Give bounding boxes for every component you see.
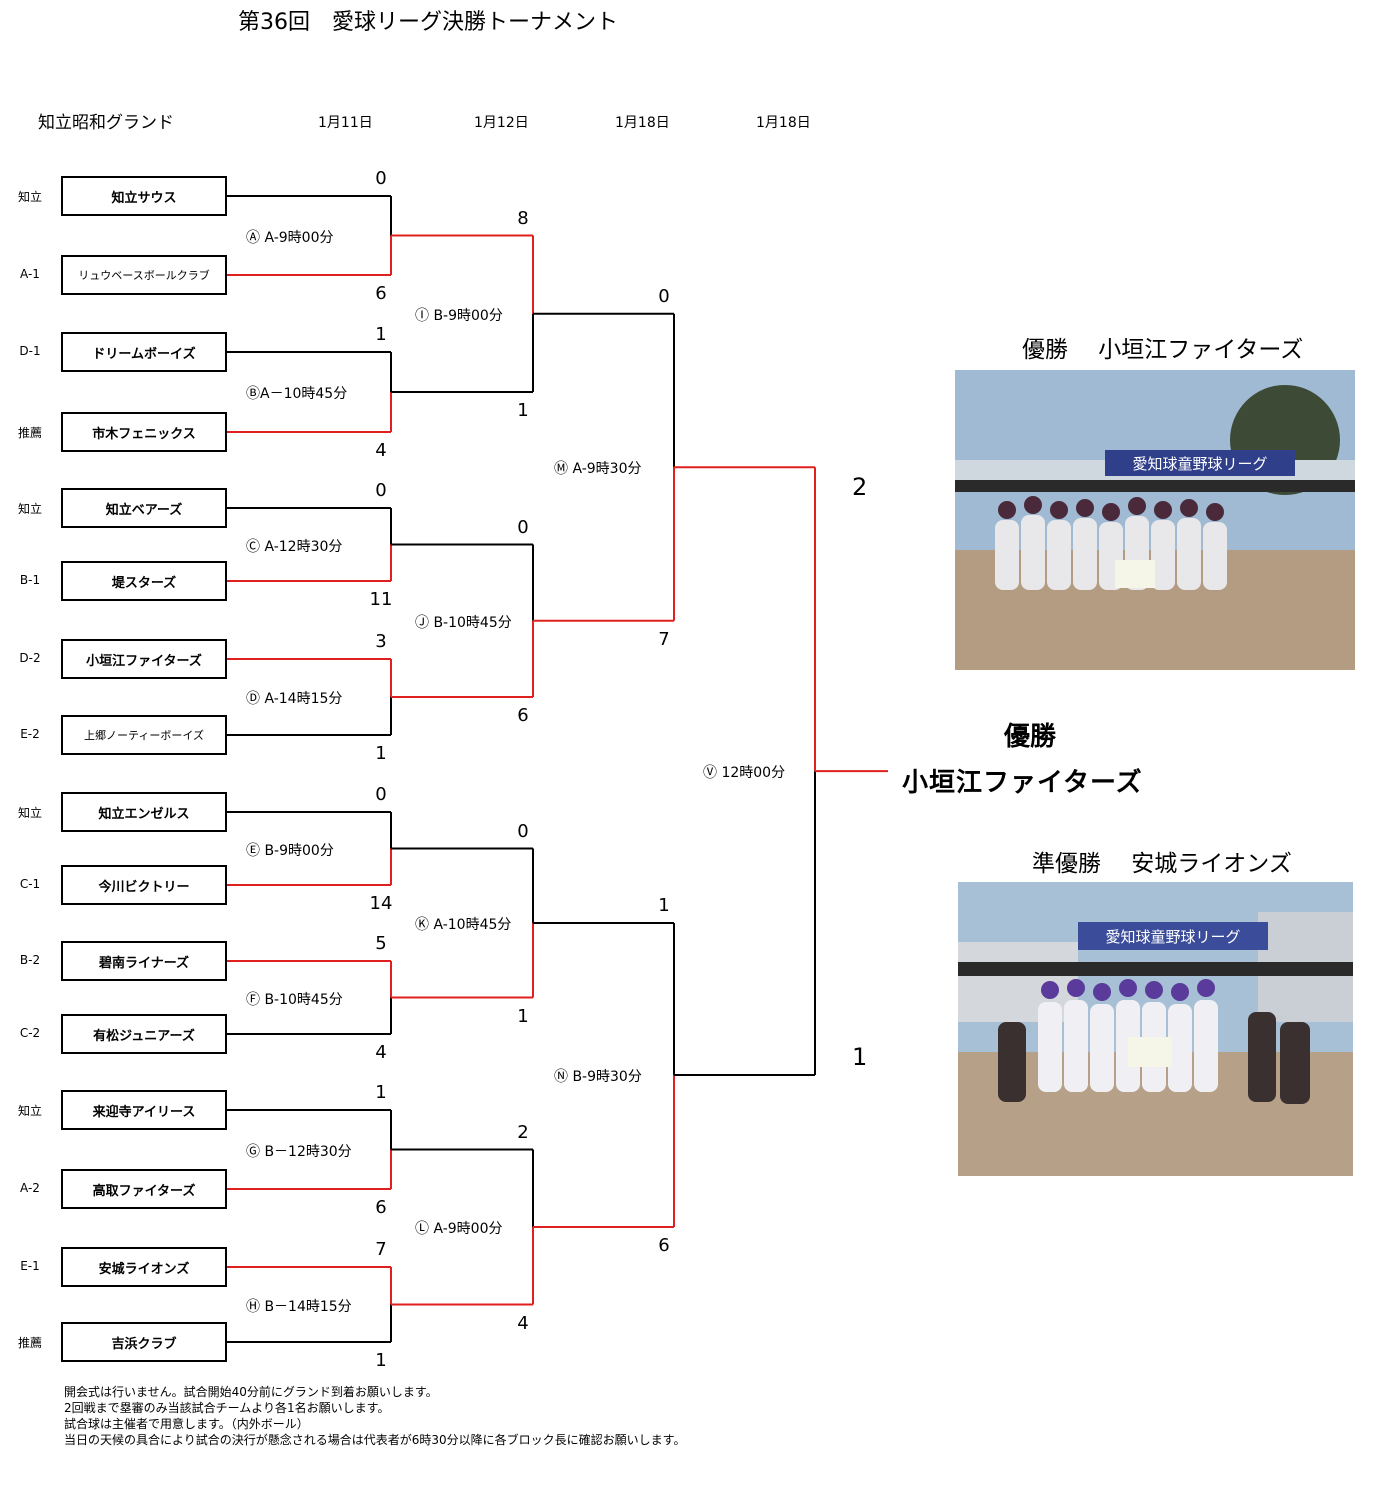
team-box: 市木フェニックス	[61, 412, 227, 452]
team-seed: C-2	[19, 1026, 41, 1040]
team-seed: B-2	[19, 953, 41, 967]
score-top: 7	[375, 1239, 387, 1260]
runner-up-caption: 準優勝 安城ライオンズ	[1032, 851, 1292, 877]
score-bottom: 1	[375, 1350, 387, 1371]
score-top: 1	[375, 1082, 387, 1103]
score-top: 3	[375, 631, 387, 652]
team-box: ドリームボーイズ	[61, 332, 227, 372]
team-seed: B-1	[19, 573, 41, 587]
team-box: 来迎寺アイリース	[61, 1090, 227, 1130]
team-seed: 知立	[17, 1104, 42, 1118]
team-box: 堤スターズ	[61, 561, 227, 601]
score-bottom: 4	[375, 440, 387, 461]
team-box: 有松ジュニアーズ	[61, 1014, 227, 1054]
game-label: Ⓖ B－12時30分	[246, 1143, 352, 1160]
round3-date: 1月18日	[615, 115, 670, 131]
final-score-bottom: 1	[852, 1043, 868, 1071]
score-top: 1	[658, 895, 670, 916]
score-bottom: 1	[517, 1005, 529, 1027]
game-label: Ⓜ A-9時30分	[554, 461, 642, 478]
score-bottom: 4	[375, 1042, 387, 1063]
team-seed: D-1	[19, 344, 41, 358]
score-bottom: 14	[369, 893, 393, 914]
team-seed: 知立	[17, 190, 42, 204]
score-bottom: 6	[658, 1235, 670, 1256]
score-bottom: 4	[517, 1312, 529, 1334]
score-bottom: 1	[517, 400, 529, 421]
team-seed: 知立	[17, 806, 42, 820]
note-line: 試合球は主催者で用意します。（内外ボール）	[64, 1417, 309, 1431]
score-bottom: 6	[375, 1197, 387, 1218]
game-label: Ⓙ B-10時45分	[415, 614, 512, 631]
score-top: 0	[658, 285, 670, 307]
round1-date: 1月11日	[318, 115, 373, 131]
team-box: 吉浜クラブ	[61, 1322, 227, 1362]
team-box: 知立サウス	[61, 176, 227, 216]
winner-team-photo: 愛知球童野球リーグ	[955, 370, 1355, 670]
score-top: 8	[517, 207, 529, 229]
team-seed: 知立	[17, 502, 42, 516]
game-label: Ⓗ B－14時15分	[246, 1298, 352, 1315]
score-top: 0	[375, 168, 387, 189]
game-label: Ⓛ A-9時00分	[415, 1221, 503, 1237]
champion-label: 優勝	[1004, 722, 1057, 752]
notes: 開会式は行いません。試合開始40分前にグランド到着お願いします。 2回戦まで塁審…	[64, 1384, 685, 1448]
game-label: ⒷA－10時45分	[246, 386, 348, 402]
team-seed: C-1	[19, 877, 41, 891]
team-seed: D-2	[19, 651, 41, 665]
page-title: 第36回 愛球リーグ決勝トーナメント	[238, 10, 618, 35]
score-bottom: 6	[517, 705, 529, 726]
team-box: 今川ビクトリー	[61, 865, 227, 905]
score-top: 5	[375, 933, 387, 954]
champion-team: 小垣江ファイターズ	[902, 768, 1143, 798]
game-label: Ⓒ A-12時30分	[246, 538, 343, 555]
team-box: 小垣江ファイターズ	[61, 639, 227, 679]
team-seed: 推薦	[17, 426, 42, 440]
team-box: 碧南ライナーズ	[61, 941, 227, 981]
score-bottom: 11	[369, 589, 393, 610]
score-top: 0	[517, 516, 529, 538]
runner-up-team-photo: 愛知球童野球リーグ	[958, 882, 1353, 1176]
team-seed: A-1	[20, 267, 40, 281]
game-label: Ⓥ 12時00分	[703, 765, 786, 782]
team-box: 高取ファイターズ	[61, 1169, 227, 1209]
team-box: リュウベースボールクラブ	[61, 255, 227, 295]
team-seed: 推薦	[17, 1336, 42, 1350]
venue-label: 知立昭和グランド	[38, 113, 174, 133]
round2-date: 1月12日	[474, 115, 529, 131]
score-bottom: 7	[658, 628, 670, 650]
note-line: 当日の天候の具合により試合の決行が懸念される場合は代表者が6時30分以降に各ブロ…	[64, 1433, 686, 1447]
game-label: Ⓐ A-9時00分	[246, 229, 334, 246]
score-bottom: 6	[375, 283, 387, 304]
game-label: Ⓚ A-10時45分	[415, 917, 512, 933]
final-date: 1月18日	[756, 115, 811, 131]
winner-photo-banner: 愛知球童野球リーグ	[1132, 455, 1267, 473]
score-top: 1	[375, 324, 387, 345]
team-box: 知立ベアーズ	[61, 488, 227, 528]
team-seed: A-2	[20, 1181, 40, 1195]
score-top: 0	[375, 480, 387, 501]
team-box: 上郷ノーティーボーイズ	[61, 715, 227, 755]
team-seed: E-2	[20, 727, 40, 741]
final-score-top: 2	[852, 473, 868, 502]
team-box: 知立エンゼルス	[61, 792, 227, 832]
game-label: Ⓔ B-9時00分	[246, 842, 334, 859]
note-line: 2回戦まで塁審のみ当該試合チームより各1名お願いします。	[64, 1401, 390, 1415]
game-label: Ⓕ B-10時45分	[246, 991, 343, 1008]
score-top: 0	[517, 820, 529, 842]
runner-up-photo-banner: 愛知球童野球リーグ	[1105, 928, 1240, 946]
game-label: Ⓘ B-9時00分	[415, 307, 503, 324]
score-top: 0	[375, 784, 387, 805]
score-top: 2	[517, 1121, 529, 1143]
note-line: 開会式は行いません。試合開始40分前にグランド到着お願いします。	[64, 1385, 438, 1399]
score-bottom: 1	[375, 743, 387, 764]
team-box: 安城ライオンズ	[61, 1247, 227, 1287]
winner-caption: 優勝 小垣江ファイターズ	[1022, 337, 1304, 363]
team-seed: E-1	[20, 1259, 40, 1273]
game-label: Ⓝ B-9時30分	[554, 1069, 642, 1085]
game-label: Ⓓ A-14時15分	[246, 691, 343, 707]
